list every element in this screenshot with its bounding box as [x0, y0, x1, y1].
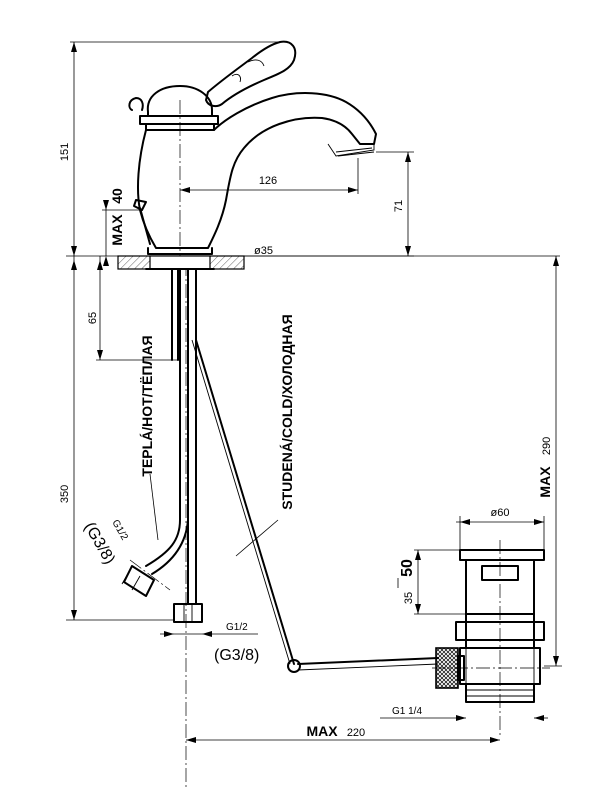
dim-71: 71 [393, 200, 405, 212]
cold-thread-alt: (G3/8) [214, 647, 259, 664]
dimension-lines [66, 41, 562, 743]
countertop-section [117, 255, 245, 270]
dim-151: 151 [59, 143, 71, 161]
center-lines [129, 100, 550, 790]
waste-thread: G1 1/4 [392, 706, 422, 717]
dim-max290-value: 290 [541, 437, 553, 455]
dim-waste-35: 35 [403, 592, 415, 604]
dim-base-diameter: ø35 [254, 245, 273, 257]
dim-350: 350 [59, 485, 71, 503]
dim-126: 126 [259, 175, 277, 187]
dimension-labels: 151 MAX 40 126 71 ø35 65 350 MAX 290 ø60… [59, 143, 553, 739]
dim-waste-50: 50 [399, 559, 416, 577]
cold-connector [173, 603, 203, 623]
hot-label: TEPLÁ/HOT/TЁПЛАЯ [139, 335, 155, 476]
popup-waste [435, 549, 545, 703]
cold-label: STUDENÁ/COLD/ХОЛОДНАЯ [279, 314, 295, 509]
supply-hoses [121, 268, 439, 673]
dim-max40-max: MAX [109, 214, 125, 246]
dim-waste-diameter: ø60 [491, 507, 510, 519]
dim-max220-value: 220 [347, 727, 365, 739]
dim-max290-max: MAX [537, 466, 553, 498]
faucet-body [128, 40, 377, 255]
dim-65: 65 [87, 312, 99, 324]
hot-connector [123, 565, 155, 597]
connection-labels: TEPLÁ/HOT/TЁПЛАЯ STUDENÁ/COLD/ХОЛОДНАЯ G… [81, 314, 423, 717]
cold-thread: G1/2 [226, 622, 248, 633]
hot-thread: G1/2 [109, 518, 130, 543]
dim-max40-value: 40 [109, 188, 125, 204]
lever-handle [205, 40, 297, 108]
dim-max220-max: MAX [306, 723, 338, 739]
lever-cap [146, 85, 213, 117]
